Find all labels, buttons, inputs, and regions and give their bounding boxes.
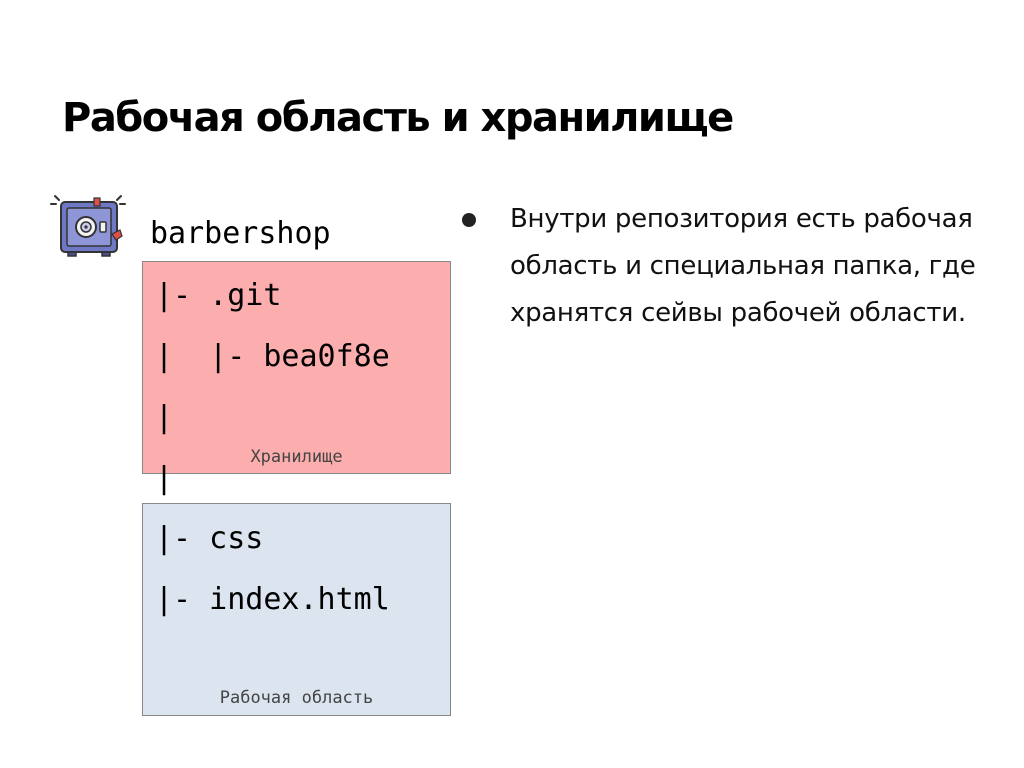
tree-line-pipe: | — [155, 461, 174, 496]
workspace-caption: Рабочая область — [219, 688, 374, 708]
storage-caption: Хранилище — [250, 447, 343, 467]
workspace-box: Рабочая область — [142, 503, 451, 716]
tree-line-index: |- index.html — [155, 582, 390, 617]
slide-title: Рабочая область и хранилище — [62, 95, 734, 141]
tree-line-pipe: | — [155, 400, 174, 435]
tree-line-git: |- .git — [155, 278, 282, 313]
repo-name: barbershop — [150, 216, 331, 251]
storage-box: Хранилище — [142, 261, 451, 474]
tree-line-css: |- css — [155, 521, 264, 556]
bullet-dot-icon — [462, 213, 476, 227]
bullet-text: Внутри репозитория есть рабочая область … — [510, 204, 976, 328]
tree-line-commit: | |- bea0f8e — [155, 339, 390, 374]
safe-icon — [50, 195, 126, 257]
